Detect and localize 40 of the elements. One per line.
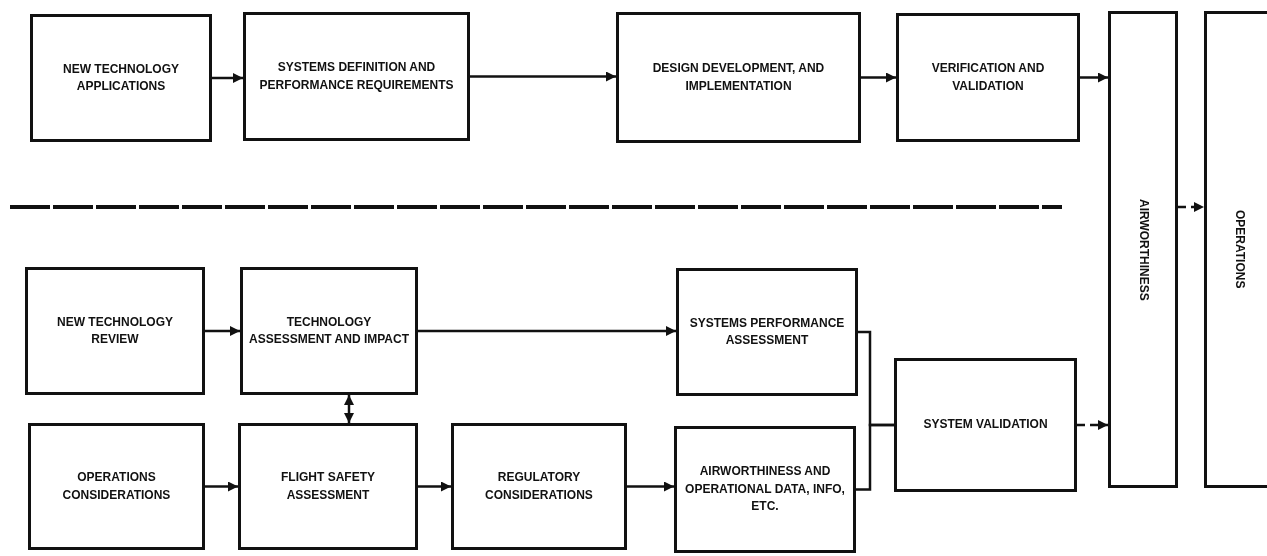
connector-arrow xyxy=(861,72,896,83)
connector-arrow xyxy=(205,326,240,336)
connector-arrow xyxy=(418,326,676,336)
process-box xyxy=(674,426,856,553)
connector-arrow xyxy=(627,481,674,492)
process-box xyxy=(451,423,627,550)
process-box xyxy=(1108,11,1178,488)
process-box xyxy=(25,267,205,395)
connector-arrow xyxy=(205,481,238,492)
process-box xyxy=(240,267,418,395)
box-label: NEW TECHNOLOGY REVIEW xyxy=(56,313,174,348)
box-label: NEW TECHNOLOGY APPLICATIONS xyxy=(62,60,180,95)
connector-arrow xyxy=(1077,420,1108,430)
box-label: SYSTEM VALIDATION xyxy=(922,416,1049,434)
box-label: SYSTEMS DEFINITION AND PERFORMANCE REQUIREMENTS xyxy=(258,59,455,94)
process-box xyxy=(894,358,1077,492)
connector-arrow xyxy=(470,71,616,82)
process-box xyxy=(676,268,858,396)
process-box xyxy=(238,423,418,550)
box-label: VERIFICATION AND VALIDATION xyxy=(930,60,1046,95)
box-label: OPERATIONS xyxy=(1231,210,1248,289)
process-box xyxy=(616,12,861,143)
process-box xyxy=(243,12,470,141)
box-label: FLIGHT SAFETY ASSESSMENT xyxy=(280,469,376,504)
box-label: OPERATIONS CONSIDERATIONS xyxy=(61,469,172,504)
connector-arrow xyxy=(344,395,354,423)
box-label: DESIGN DEVELOPMENT, AND IMPLEMENTATION xyxy=(651,60,826,95)
box-label: AIRWORTHINESS AND OPERATIONAL DATA, INFO, ETC. xyxy=(684,463,846,516)
box-label: AIRWORTHINESS xyxy=(1135,198,1152,301)
box-label: SYSTEMS PERFORMANCE ASSESSMENT xyxy=(688,314,846,349)
box-label: REGULATORY CONSIDERATIONS xyxy=(484,469,594,504)
connector-arrow xyxy=(1178,202,1204,212)
box-label: TECHNOLOGY ASSESSMENT AND IMPACT xyxy=(248,313,410,348)
process-box xyxy=(896,13,1080,142)
process-box xyxy=(28,423,205,550)
connector-arrow xyxy=(418,481,451,492)
process-box xyxy=(30,14,212,142)
process-box xyxy=(1204,11,1267,488)
connector-arrow xyxy=(212,73,243,83)
connector-arrow xyxy=(1080,72,1108,83)
